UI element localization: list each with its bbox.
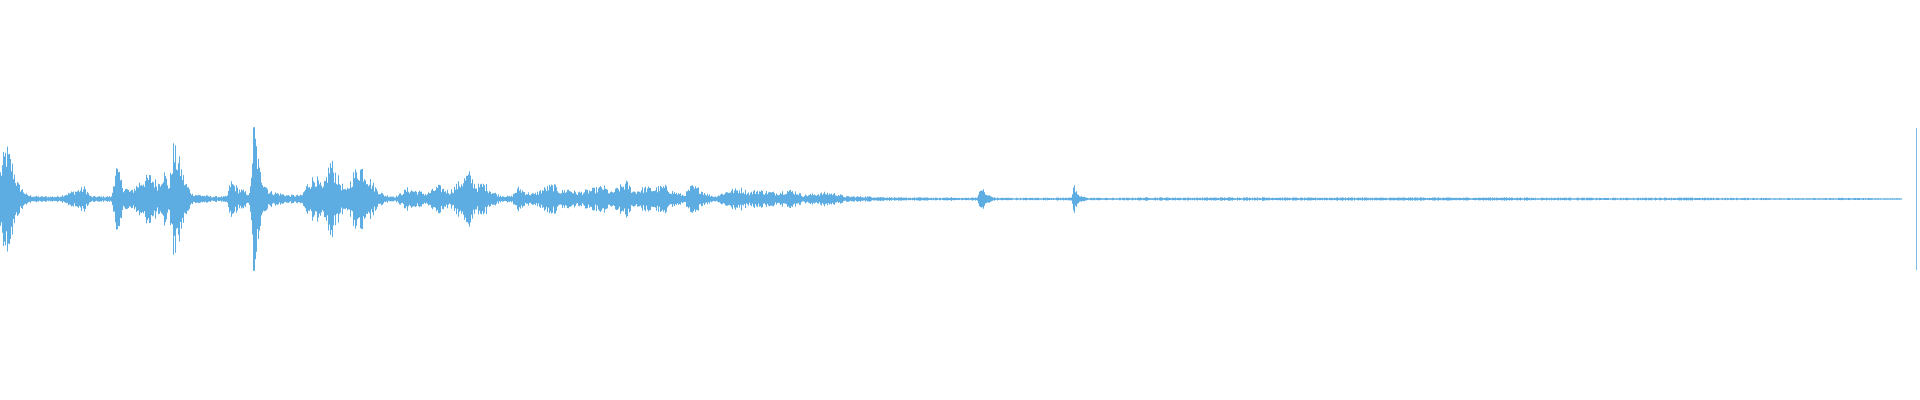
waveform-trace	[0, 127, 1902, 271]
